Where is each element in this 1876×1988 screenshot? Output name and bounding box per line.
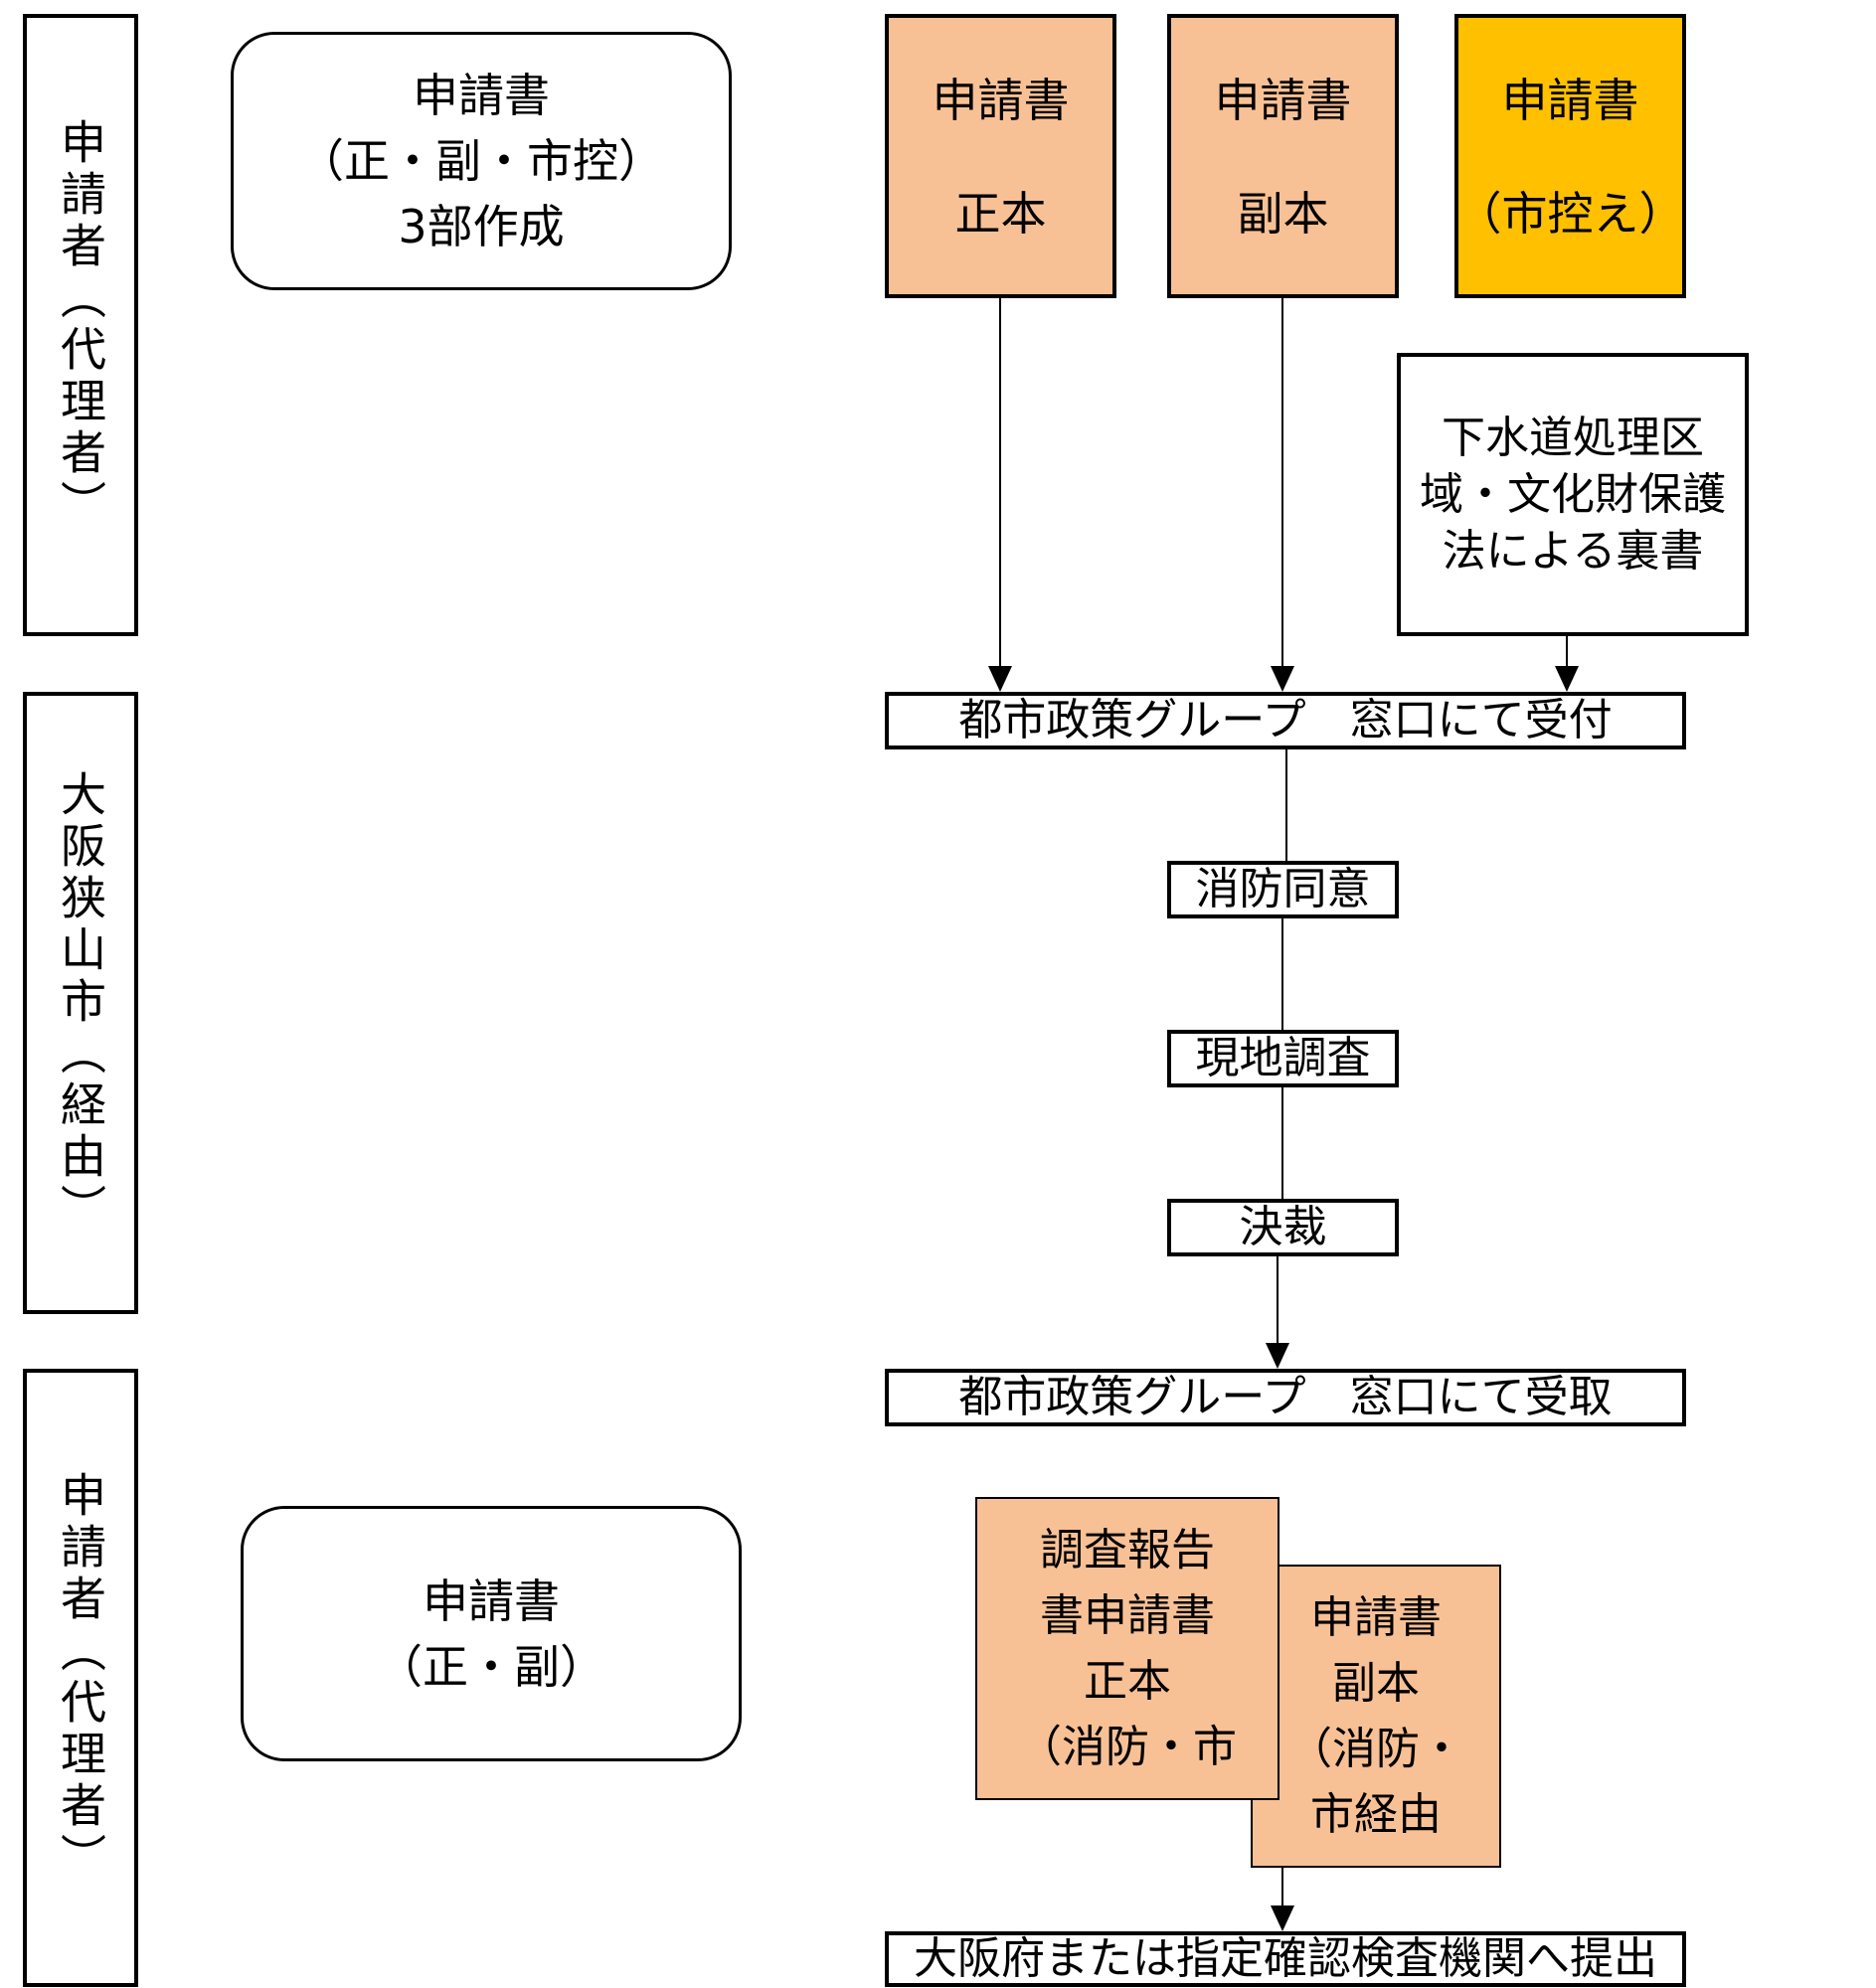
step-submit: 大阪府または指定確認検査機関へ提出 <box>885 1931 1686 1987</box>
doc-original-title: 申請書 <box>932 74 1070 127</box>
arrowhead-copy <box>1271 666 1294 692</box>
arrowhead-endorsement <box>1555 666 1579 692</box>
prep-note-line-2: （正・副・市控） <box>298 134 664 188</box>
lane-applicant-bottom: 申請者（代理者） <box>23 1369 138 1987</box>
endorsement-line-2: 域・文化財保護 <box>1420 469 1726 520</box>
step-pickup-label: 都市政策グループ 窓口にて受取 <box>958 1372 1613 1422</box>
doc-copy-title: 申請書 <box>1214 74 1352 127</box>
lane-city-label: 大阪狭山市（経由） <box>54 770 107 1236</box>
step-decision: 決裁 <box>1167 1199 1399 1256</box>
result-doc-report-line-4: （消防・市 <box>1018 1721 1237 1772</box>
doc-city-copy-sub: （市控え） <box>1455 187 1685 241</box>
step-decision-label: 決裁 <box>1239 1202 1327 1252</box>
lane-city: 大阪狭山市（経由） <box>23 692 138 1314</box>
prep-note-line-3: 3部作成 <box>398 200 565 253</box>
result-doc-copy: 申請書 副本 （消防・ 市経由 <box>1251 1565 1501 1868</box>
prep-note: 申請書 （正・副・市控） 3部作成 <box>231 32 732 290</box>
doc-city-copy: 申請書 （市控え） <box>1454 14 1686 298</box>
step-reception: 都市政策グループ 窓口にて受付 <box>885 692 1686 749</box>
result-doc-report: 調査報告 書申請書 正本 （消防・市 <box>975 1497 1279 1800</box>
return-note-line-2: （正・副） <box>377 1639 605 1694</box>
step-fire-consent: 消防同意 <box>1167 861 1399 918</box>
result-doc-copy-line-3: （消防・ <box>1288 1723 1463 1774</box>
arrowhead-pickup <box>1266 1343 1289 1369</box>
lane-applicant-top: 申請者（代理者） <box>23 14 138 636</box>
result-doc-copy-line-4: 市経由 <box>1310 1788 1442 1840</box>
arrowhead-submit <box>1271 1905 1294 1931</box>
return-note: 申請書 （正・副） <box>241 1506 742 1761</box>
endorsement-line-1: 下水道処理区 <box>1442 413 1704 463</box>
doc-city-copy-title: 申請書 <box>1501 74 1639 127</box>
endorsement-note: 下水道処理区 域・文化財保護 法による裏書 <box>1397 353 1749 636</box>
step-site-survey-label: 現地調査 <box>1195 1033 1371 1083</box>
doc-copy-sub: 副本 <box>1237 187 1329 241</box>
step-reception-label: 都市政策グループ 窓口にて受付 <box>958 695 1613 746</box>
step-fire-consent-label: 消防同意 <box>1195 864 1371 914</box>
lane-applicant-top-label: 申請者（代理者） <box>54 118 107 532</box>
result-doc-copy-line-1: 申請書 <box>1310 1591 1442 1643</box>
doc-copy: 申請書 副本 <box>1167 14 1399 298</box>
step-submit-label: 大阪府または指定確認検査機関へ提出 <box>914 1933 1657 1984</box>
doc-original-sub: 正本 <box>954 187 1047 241</box>
doc-original: 申請書 正本 <box>885 14 1116 298</box>
step-site-survey: 現地調査 <box>1167 1030 1399 1087</box>
prep-note-line-1: 申請書 <box>413 69 550 122</box>
result-doc-copy-line-2: 副本 <box>1332 1657 1420 1709</box>
return-note-line-1: 申請書 <box>423 1574 560 1628</box>
result-doc-report-line-1: 調査報告 <box>1040 1524 1215 1575</box>
step-pickup: 都市政策グループ 窓口にて受取 <box>885 1369 1686 1426</box>
endorsement-line-3: 法による裏書 <box>1442 526 1704 577</box>
result-doc-report-line-2: 書申請書 <box>1040 1589 1215 1641</box>
arrowhead-original <box>988 666 1012 692</box>
result-doc-report-line-3: 正本 <box>1084 1655 1171 1707</box>
lane-applicant-bottom-label: 申請者（代理者） <box>54 1471 107 1885</box>
